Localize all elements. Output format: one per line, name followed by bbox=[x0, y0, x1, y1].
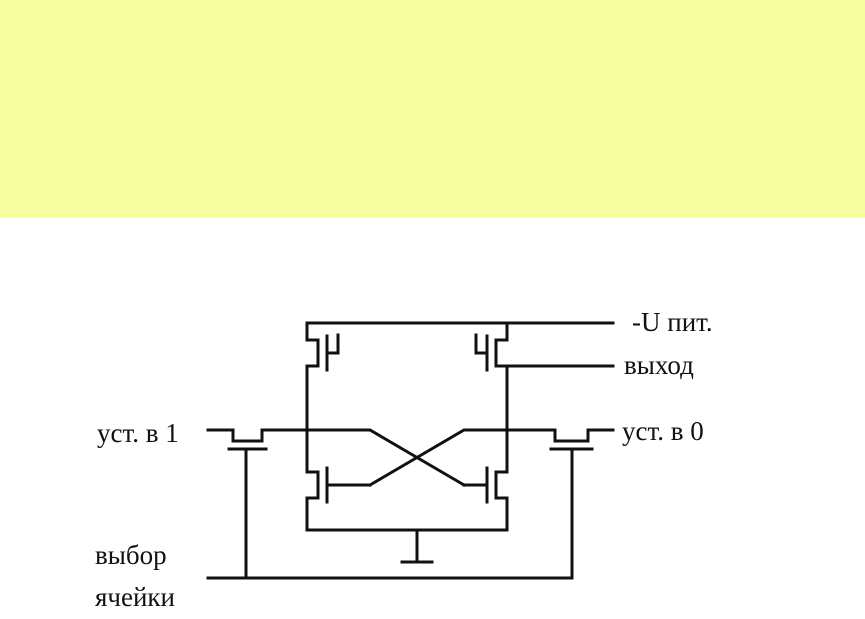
set-one-label: уст. в 1 bbox=[97, 418, 179, 448]
supply-rail bbox=[305, 321, 615, 342]
switch-transistor-right bbox=[462, 466, 509, 532]
select-label-line2: ячейки bbox=[95, 582, 175, 612]
load-transistor-right bbox=[474, 333, 509, 474]
access-transistor-left bbox=[206, 428, 268, 580]
output-label: выход bbox=[624, 350, 694, 380]
top-banner bbox=[0, 0, 865, 218]
ground-symbol bbox=[305, 528, 509, 564]
cross-coupling-wires bbox=[260, 428, 557, 488]
load-transistor-left bbox=[305, 333, 340, 474]
access-transistor-right bbox=[549, 428, 615, 580]
switch-transistor-left bbox=[305, 466, 372, 532]
select-label-line1: выбор bbox=[95, 540, 167, 570]
supply-label: -U пит. bbox=[632, 307, 713, 337]
set-zero-label: уст. в 0 bbox=[622, 416, 704, 446]
